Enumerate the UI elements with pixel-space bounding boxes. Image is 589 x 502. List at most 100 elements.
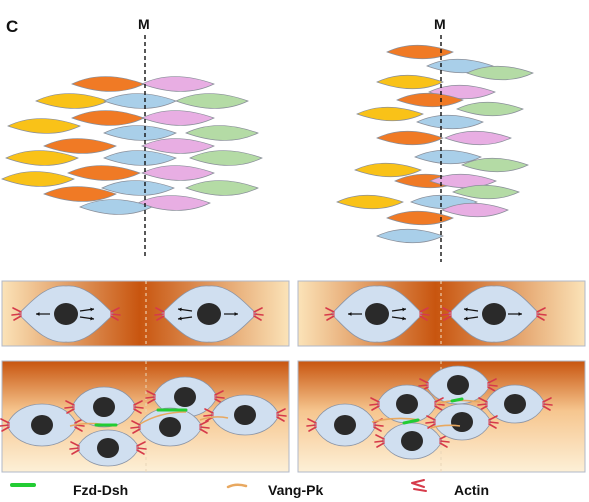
nucleus: [447, 375, 469, 395]
actin-protrusion: [69, 441, 80, 455]
cell-blue: [414, 149, 482, 165]
actin-protrusion: [374, 434, 385, 448]
actin-protrusion: [11, 307, 22, 321]
legend-label-actin: Actin: [454, 482, 489, 498]
cell-orange: [386, 210, 454, 226]
legend-item-vang-pk: Vang-Pk: [226, 482, 323, 498]
nucleus: [174, 387, 196, 407]
cell-yellow: [1, 171, 75, 187]
actin-protrusion: [136, 441, 147, 455]
actin-protrusion: [441, 307, 452, 321]
cell-orange: [67, 165, 141, 181]
actin-protrusion: [145, 390, 156, 404]
cell-orange: [376, 130, 444, 146]
cell-orange: [43, 186, 117, 202]
cell-green: [461, 157, 529, 173]
intercalating-cell: [203, 394, 287, 436]
cell-yellow: [376, 74, 444, 90]
cell-pink: [141, 138, 215, 154]
actin-protrusion: [253, 307, 264, 321]
migrating-cell: [154, 285, 264, 343]
actin-protrusion: [199, 420, 210, 434]
actin-protrusion: [154, 307, 165, 321]
nucleus: [97, 438, 119, 458]
cell-orange: [396, 92, 464, 108]
legend-item-actin: Actin: [411, 479, 489, 498]
intercalating-cell: [369, 384, 445, 424]
cell-pink: [141, 76, 215, 92]
midline-label-right: M: [434, 16, 446, 32]
nucleus: [31, 415, 53, 435]
nucleus: [401, 431, 423, 451]
intercalating-cell: [418, 365, 498, 405]
orange-line-icon: [226, 483, 248, 489]
legend-label-vang-pk: Vang-Pk: [268, 482, 323, 498]
cell-pink: [137, 195, 211, 211]
cell-blue: [376, 228, 444, 244]
actin-protrusion: [306, 418, 317, 432]
red-actin-arrow-icon: [411, 479, 427, 492]
nucleus: [504, 394, 526, 414]
cell-green: [189, 150, 263, 166]
cell-yellow: [5, 150, 79, 166]
cell-pink: [141, 110, 215, 126]
fzd-dsh-marker: [402, 418, 420, 425]
intercalating-cell: [64, 386, 144, 428]
nucleus: [159, 417, 181, 437]
actin-protrusion: [133, 400, 144, 414]
cell-green: [466, 65, 534, 81]
cell-orange: [43, 138, 117, 154]
nucleus: [197, 303, 221, 325]
actin-protrusion: [110, 307, 121, 321]
cell-blue: [103, 93, 177, 109]
actin-protrusion: [130, 420, 141, 434]
intercalating-cell: [145, 376, 225, 418]
intercalating-cell: [69, 429, 147, 467]
cell-blue: [79, 199, 153, 215]
cell-blue: [101, 180, 175, 196]
migrating-cell: [441, 285, 547, 343]
actin-protrusion: [487, 378, 498, 392]
actin-protrusion: [276, 408, 287, 422]
actin-protrusion: [542, 397, 553, 411]
cell-yellow: [336, 194, 404, 210]
panel-letter: C: [6, 17, 18, 36]
tissue-before-extension: [1, 76, 263, 215]
cell-green: [175, 93, 249, 109]
intercalating-cell: [374, 422, 450, 460]
nucleus: [54, 303, 78, 325]
intercalating-cell: [0, 403, 85, 447]
cell-pink: [441, 202, 509, 218]
actin-protrusion: [488, 415, 499, 429]
vang-pk-marker: [429, 424, 461, 429]
cell-yellow: [35, 93, 109, 109]
cell-sheet-panel-left: [0, 360, 290, 473]
cell-orange: [71, 76, 145, 92]
actin-protrusion: [0, 418, 10, 432]
cell-green: [452, 184, 520, 200]
actin-protrusion: [369, 397, 380, 411]
midline-label-left: M: [138, 16, 150, 32]
cell-orange: [71, 110, 145, 126]
single-cell-panel-right: [297, 280, 586, 347]
cell-pink: [429, 173, 497, 189]
fzd-dsh-marker: [450, 397, 464, 403]
actin-protrusion: [64, 400, 75, 414]
nucleus: [365, 303, 389, 325]
nucleus: [451, 412, 473, 432]
cell-blue: [103, 150, 177, 166]
cell-blue: [103, 125, 177, 141]
intercalating-cell: [425, 403, 499, 441]
cell-sheet-panel-right: [297, 360, 586, 473]
actin-protrusion: [425, 415, 436, 429]
nucleus: [396, 394, 418, 414]
cell-green: [185, 125, 259, 141]
vang-pk-marker: [139, 411, 187, 425]
intercalating-cell: [306, 403, 384, 447]
cell-green: [185, 180, 259, 196]
cell-blue: [416, 114, 484, 130]
actin-protrusion: [536, 307, 547, 321]
cell-orange: [386, 44, 454, 60]
